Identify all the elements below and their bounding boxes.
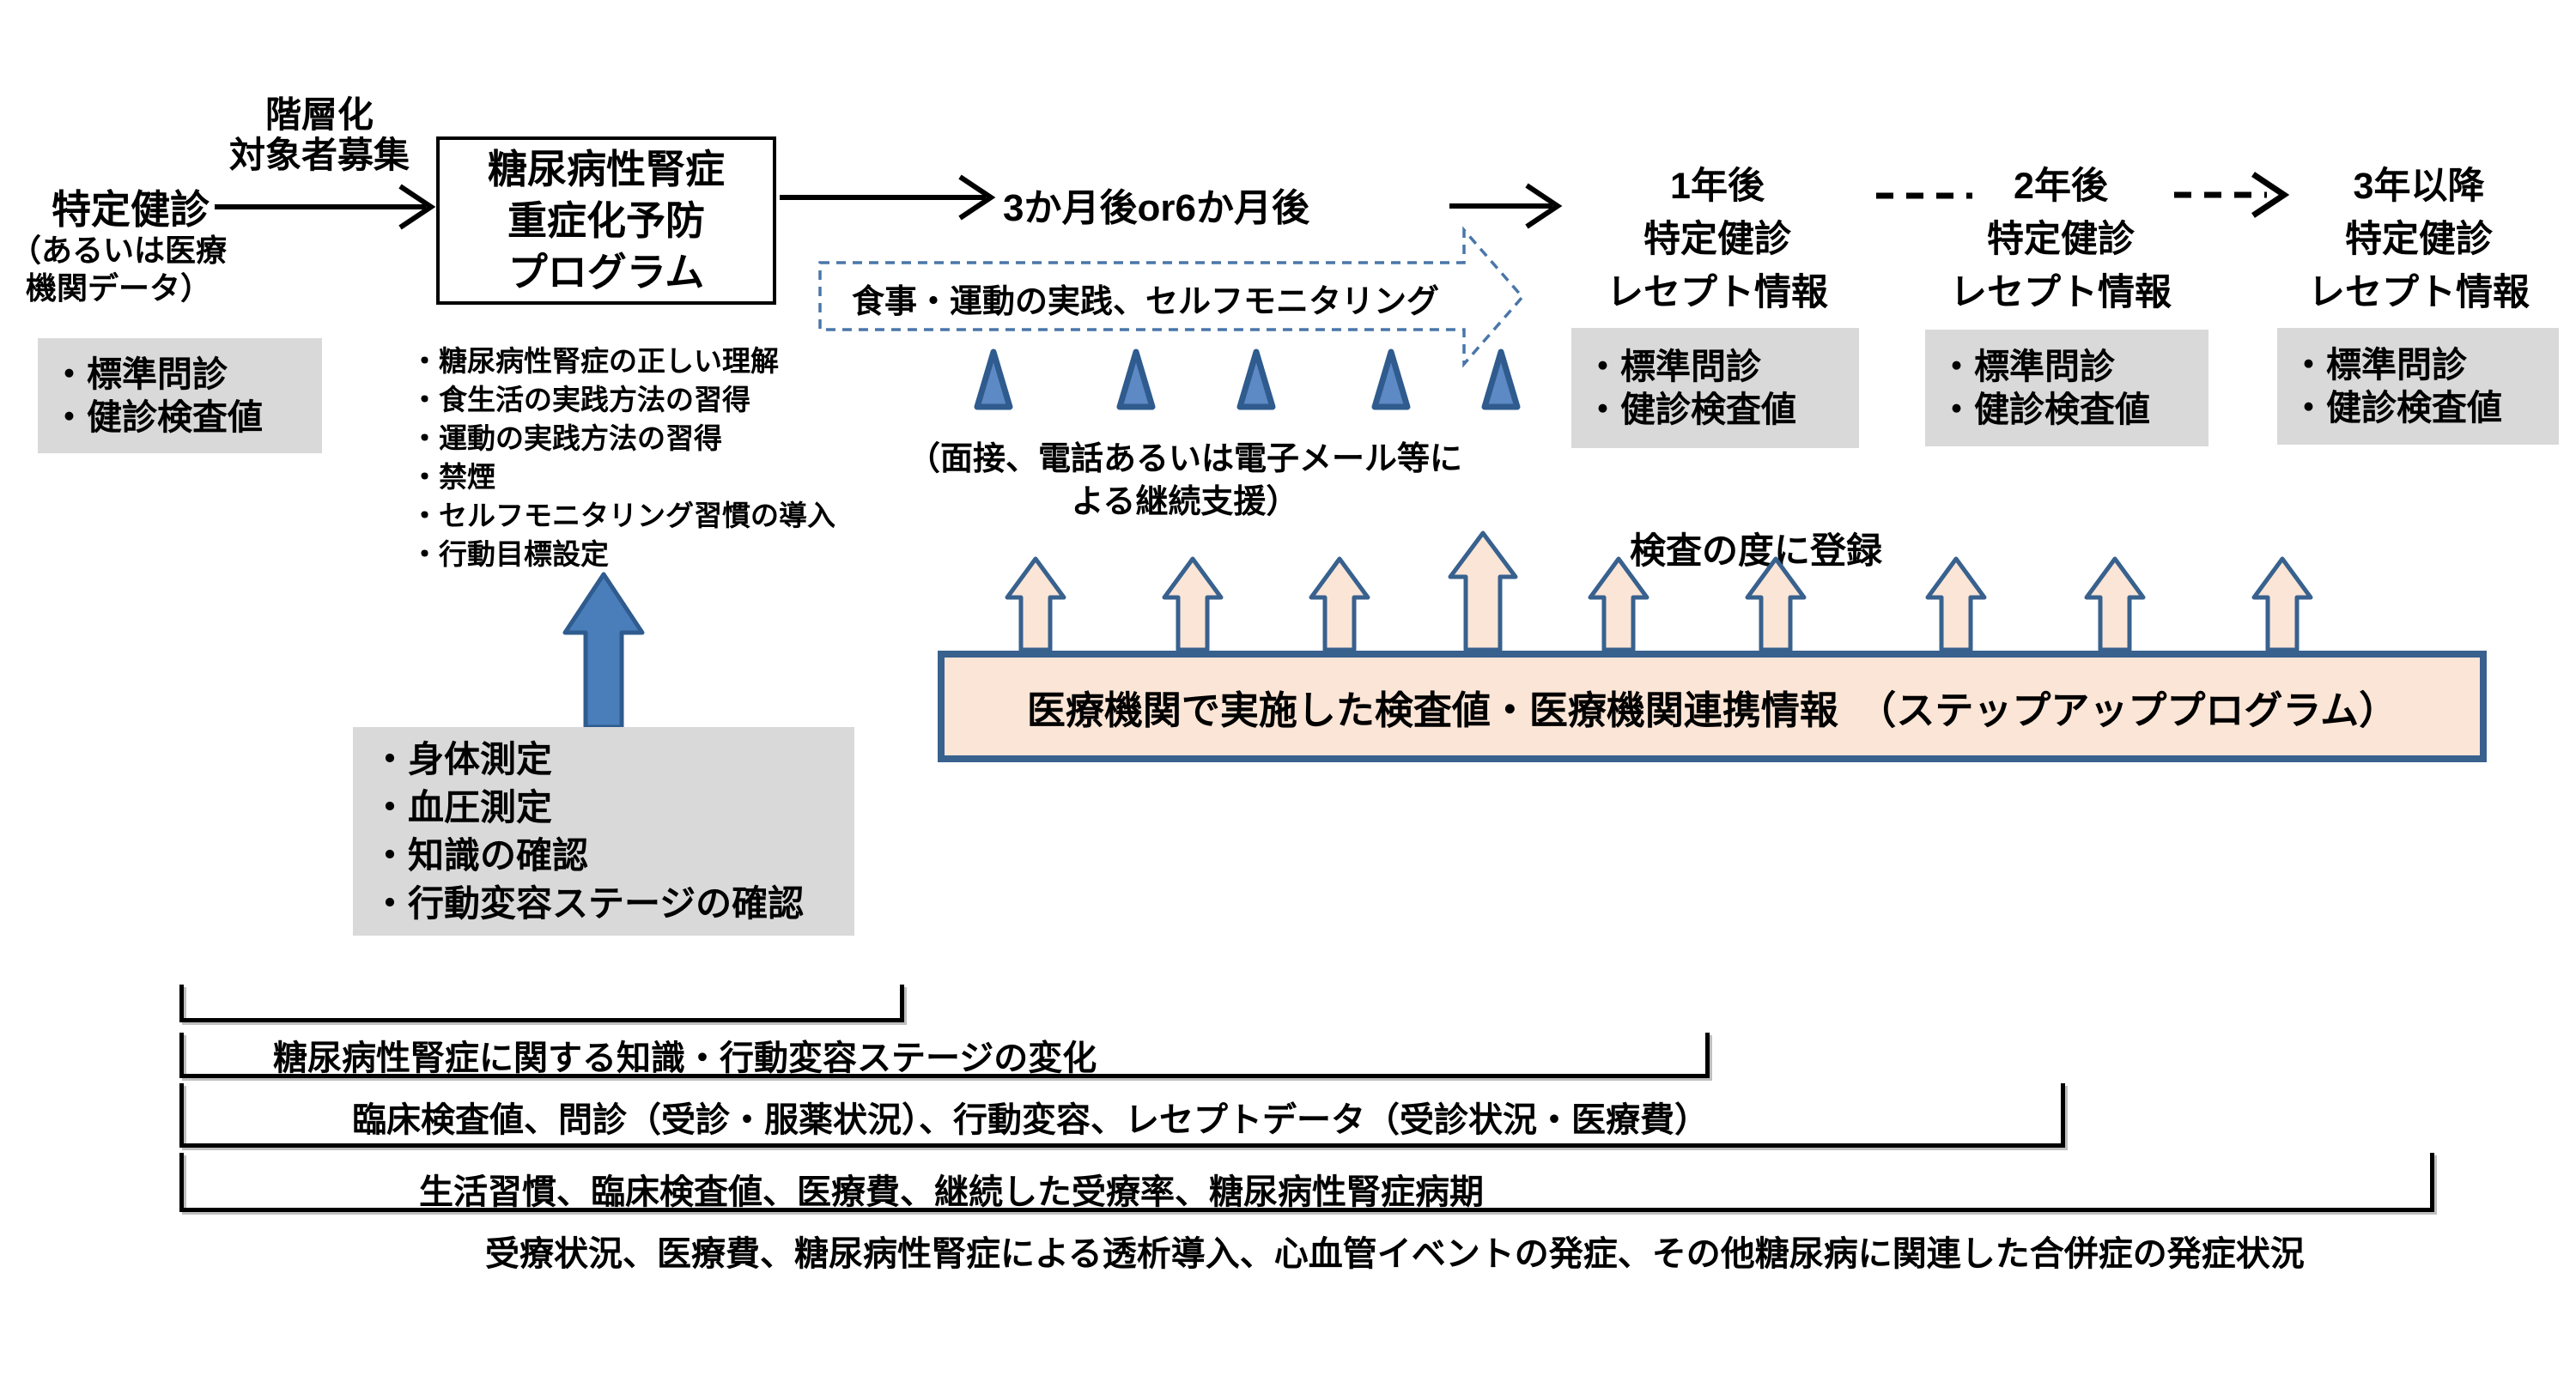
year-column-2: 2年後 特定健診 レセプト情報: [1919, 160, 2202, 319]
interval-label: 3か月後or6か月後: [1003, 187, 1309, 229]
year3-line3: レセプト情報: [2308, 272, 2530, 313]
arrow-right-icon: [215, 184, 436, 230]
topic-item: ・行動目標設定: [410, 538, 609, 570]
screening-item: ・標準問診: [2291, 345, 2467, 385]
stratification-line1: 階層化: [264, 94, 374, 135]
dashed-practice-arrow-icon: [818, 226, 1525, 368]
year-column-1: 1年後 特定健診 レセプト情報: [1576, 160, 1859, 319]
outcome-label-2: 臨床検査値、問診（受診・服薬状況）、行動変容、レセプトデータ（受診状況・医療費）: [352, 1101, 1709, 1139]
year1-line1: 1年後: [1670, 166, 1765, 207]
upload-arrow-icon: [2251, 556, 2313, 652]
assessment-item: ・行動変容ステージの確認: [372, 882, 805, 924]
blue-up-arrow-icon: [562, 572, 645, 730]
screening-box-source: ・標準問診 ・健診検査値: [38, 338, 322, 453]
topic-item: ・糖尿病性腎症の正しい理解: [410, 345, 779, 377]
upload-arrow-icon: [1162, 556, 1224, 652]
assessment-item: ・身体測定: [372, 738, 553, 779]
topic-item: ・禁煙: [410, 461, 495, 493]
outcome-bracket-2: [179, 1033, 1710, 1078]
screening-item: ・標準問診: [52, 355, 228, 394]
support-triangle-icon: [1116, 349, 1156, 410]
topic-item: ・セルフモニタリング習慣の導入: [410, 500, 835, 531]
screening-box-year3: ・標準問診 ・健診検査値: [2277, 328, 2559, 445]
year2-line1: 2年後: [2014, 166, 2108, 207]
screening-item: ・健診検査値: [1585, 390, 1796, 429]
year1-line3: レセプト情報: [1607, 272, 1828, 313]
registration-label: 検査の度に登録: [1630, 530, 1883, 571]
linkage-box-label: 医療機関で実施した検査値・医療機関連携情報 （ステップアッププログラム）: [1026, 688, 2398, 732]
outcome-bracket-4: [179, 1153, 2434, 1212]
screening-box-year1: ・標準問診 ・健診検査値: [1571, 328, 1859, 448]
screening-item: ・標準問診: [1939, 347, 2115, 386]
program-title-line1: 糖尿病性腎症: [488, 147, 725, 191]
upload-arrow-icon: [2084, 556, 2146, 652]
upload-arrow-icon: [1745, 556, 1807, 652]
practice-arrow-label: 食事・運動の実践、セルフモニタリング: [852, 284, 1440, 320]
upload-arrow-icon: [1309, 556, 1370, 652]
arrow-right-icon: [1449, 183, 1563, 229]
screening-item: ・標準問診: [1585, 347, 1761, 386]
support-triangle-icon: [1236, 349, 1276, 410]
year3-line1: 3年以降: [2353, 166, 2485, 207]
support-note: （面接、電話あるいは電子メール等に よる継続支援）: [893, 438, 1477, 524]
topic-item: ・食生活の実践方法の習得: [410, 384, 750, 415]
support-note-line2: よる継続支援）: [1071, 484, 1299, 520]
outcome-bracket-3: [179, 1083, 2065, 1148]
support-triangle-icon: [1481, 349, 1521, 410]
screening-item: ・健診検査値: [1939, 390, 2150, 429]
outcome-label-3: 生活習慣、臨床検査値、医療費、継続した受療率、糖尿病性腎症病期: [419, 1173, 1484, 1211]
year2-line3: レセプト情報: [1950, 272, 2172, 313]
topic-item: ・運動の実践方法の習得: [410, 422, 722, 454]
upload-arrow-icon: [1005, 556, 1066, 652]
upload-arrow-icon: [1925, 556, 1987, 652]
upload-arrow-icon: [1588, 556, 1649, 652]
dashed-connector-icon: [1876, 192, 1972, 199]
dashed-arrow-right-icon: [2174, 172, 2290, 218]
outcome-label-1: 糖尿病性腎症に関する知識・行動変容ステージの変化: [273, 1040, 1097, 1077]
support-note-line1: （面接、電話あるいは電子メール等に: [907, 441, 1462, 477]
program-title-line3: プログラム: [507, 250, 705, 294]
year2-line2: 特定健診: [1987, 219, 2135, 260]
program-title-line2: 重症化予防: [507, 198, 705, 243]
outcome-label-4: 受療状況、医療費、糖尿病性腎症による透析導入、心血管イベントの発症、その他糖尿病…: [485, 1235, 2305, 1273]
arrow-right-icon: [780, 174, 996, 221]
source-sublabel: （あるいは医療 機関データ）: [0, 232, 237, 307]
support-triangle-icon: [1371, 349, 1411, 410]
assessment-box: ・身体測定 ・血圧測定 ・知識の確認 ・行動変容ステージの確認: [353, 727, 854, 936]
source-sublabel-line2: 機関データ）: [25, 270, 211, 306]
screening-box-year2: ・標準問診 ・健診検査値: [1925, 330, 2208, 446]
assessment-item: ・血圧測定: [372, 786, 553, 827]
stratification-label: 階層化 対象者募集: [220, 94, 419, 175]
year3-line2: 特定健診: [2345, 219, 2493, 260]
screening-item: ・健診検査値: [2291, 388, 2502, 427]
program-box: 糖尿病性腎症 重症化予防 プログラム: [436, 136, 776, 305]
support-triangle-icon: [974, 349, 1013, 410]
year1-line2: 特定健診: [1643, 219, 1791, 260]
linkage-box: 医療機関で実施した検査値・医療機関連携情報 （ステップアッププログラム）: [938, 651, 2487, 762]
outcome-bracket-1: [179, 985, 904, 1022]
screening-item: ・健診検査値: [52, 397, 263, 437]
year-column-3: 3年以降 特定健診 レセプト情報: [2277, 160, 2561, 319]
source-label: 特定健診: [52, 187, 210, 232]
program-topics-list: ・糖尿病性腎症の正しい理解 ・食生活の実践方法の習得 ・運動の実践方法の習得 ・…: [410, 342, 835, 573]
source-sublabel-line1: （あるいは医療: [9, 233, 227, 268]
assessment-item: ・知識の確認: [372, 834, 589, 876]
stratification-line2: 対象者募集: [228, 135, 410, 175]
upload-arrow-icon: [1448, 530, 1518, 652]
